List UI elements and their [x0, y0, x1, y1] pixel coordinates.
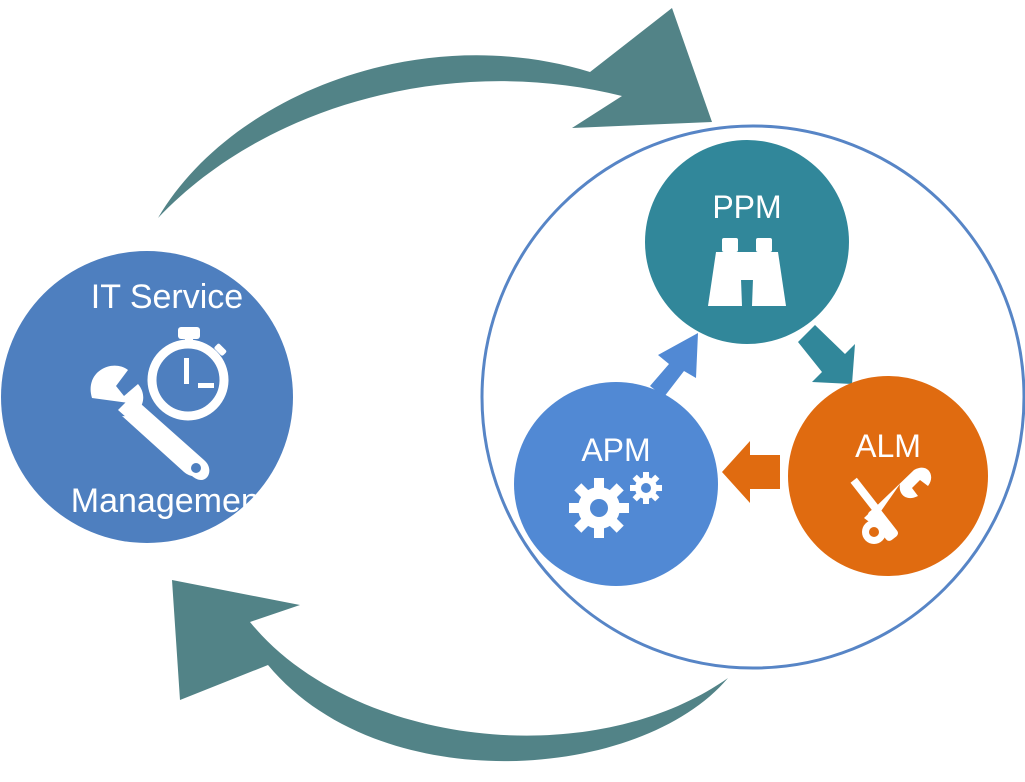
- ppm-circle: [645, 140, 849, 344]
- wrench-stopwatch-icon: [90, 327, 229, 480]
- top-cycle-arrow: [158, 8, 712, 218]
- screwdriver-wrench-icon: [850, 467, 932, 544]
- arrow-ppm-to-alm: [798, 325, 855, 384]
- apm-label: APM: [581, 432, 650, 468]
- ppm-label: PPM: [712, 189, 781, 225]
- arrow-alm-to-apm: [722, 441, 780, 503]
- itsm-circle: [1, 251, 293, 543]
- alm-node: ALM: [788, 376, 988, 576]
- arrow-apm-to-ppm: [650, 333, 698, 397]
- gears-icon: [569, 472, 662, 538]
- binoculars-icon: [708, 238, 786, 306]
- itsm-node: IT Service Management: [1, 251, 293, 543]
- ppm-node: PPM: [645, 140, 849, 344]
- itsm-label-line1: IT Service: [91, 278, 243, 316]
- apm-node: APM: [514, 382, 718, 586]
- alm-label: ALM: [855, 428, 921, 464]
- alm-circle: [788, 376, 988, 576]
- bottom-cycle-arrow: [172, 580, 728, 762]
- itsm-label-line2: Management: [71, 482, 270, 520]
